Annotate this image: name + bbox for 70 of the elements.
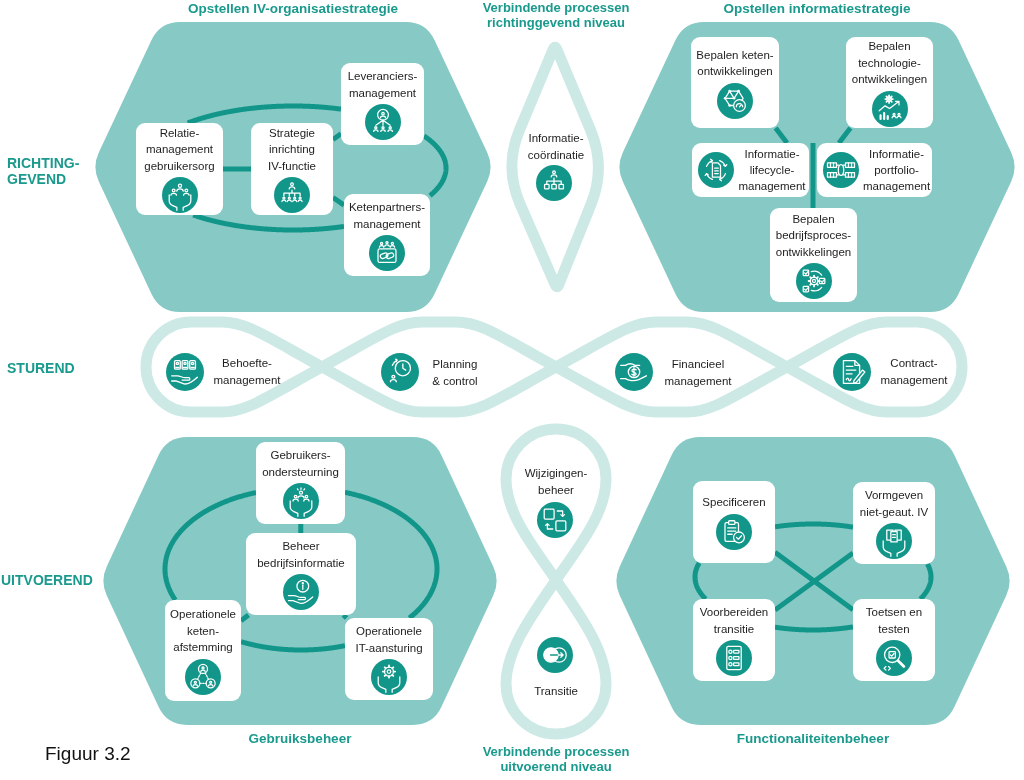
process-name: Toetsen en testen bbox=[864, 605, 924, 637]
connector-line bbox=[239, 613, 250, 623]
connector-line bbox=[918, 561, 934, 602]
process-card bbox=[246, 533, 356, 615]
process-name: Relatie-management gebruikersorg bbox=[143, 125, 216, 174]
process-name: Informatie-portfolio-management bbox=[863, 147, 931, 194]
process-name: Operationele keten-afstemming bbox=[169, 607, 237, 656]
connector-line bbox=[772, 624, 856, 633]
process-name: Ketenpartners-management bbox=[347, 200, 427, 232]
process-card bbox=[853, 482, 935, 564]
connector-line bbox=[191, 212, 346, 233]
group-heading: Opstellen IV-organisatiestrategie bbox=[187, 1, 399, 17]
process-name: Operationele IT-aansturing bbox=[354, 624, 424, 656]
process-card bbox=[256, 442, 345, 524]
process-name: Specificeren bbox=[702, 495, 766, 511]
column-heading: Verbindende processen uitvoerend niveau bbox=[481, 745, 631, 775]
connector-line bbox=[836, 126, 853, 145]
connector-line bbox=[341, 613, 349, 620]
connector-line bbox=[772, 521, 856, 530]
level-label: RICHTING-GEVEND bbox=[7, 155, 80, 188]
connector-line bbox=[773, 126, 790, 145]
connector-line bbox=[185, 103, 343, 126]
process-card bbox=[251, 123, 333, 215]
group-heading: Gebruiksbeheer bbox=[248, 731, 352, 747]
process-name: Behoefte-management bbox=[213, 355, 281, 388]
column-heading: Verbindende processen richtinggevend niveau bbox=[481, 1, 631, 31]
process-name: Transitie bbox=[534, 683, 578, 699]
process-name: Gebruikers-ondersteurning bbox=[261, 448, 340, 480]
process-name: Leveranciers-management bbox=[346, 69, 419, 101]
process-card bbox=[136, 123, 223, 215]
level-label: STUREND bbox=[7, 360, 75, 377]
process-name: Informatie-lifecycle-management bbox=[738, 147, 806, 194]
connector-line bbox=[162, 490, 258, 603]
process-card bbox=[693, 599, 775, 681]
connector-line bbox=[298, 524, 304, 533]
group-heading: Functionaliteitenbeheer bbox=[736, 731, 890, 747]
process-name: Voorbereiden transitie bbox=[698, 605, 770, 637]
process-card bbox=[853, 599, 935, 681]
process-card bbox=[344, 194, 430, 276]
process-card bbox=[817, 143, 932, 197]
process-card bbox=[341, 63, 424, 145]
process-card bbox=[165, 600, 241, 701]
process-card bbox=[770, 208, 857, 302]
connector-line bbox=[331, 195, 346, 208]
process-card bbox=[693, 481, 775, 563]
process-card bbox=[692, 143, 809, 197]
connector-line bbox=[421, 133, 449, 198]
process-name: Strategie inrichting IV-functie bbox=[267, 125, 317, 174]
process-name: Informatie-coördinatie bbox=[527, 130, 585, 162]
process-name: Wijzigingen-beheer bbox=[524, 465, 588, 497]
process-card bbox=[846, 37, 933, 128]
connector-line bbox=[772, 549, 856, 613]
process-name: Bepalen keten-ontwikkelingen bbox=[695, 47, 775, 79]
connector-line bbox=[223, 166, 251, 172]
level-label: UITVOEREND bbox=[1, 572, 93, 589]
process-name: Financieel management bbox=[664, 356, 732, 389]
process-name: Beheer bedrijfsinformatie bbox=[256, 539, 346, 571]
group-heading: Opstellen informatiestrategie bbox=[723, 1, 911, 17]
process-name: Contract-management bbox=[880, 355, 948, 388]
figure-caption: Figuur 3.2 bbox=[45, 743, 131, 765]
connector-line bbox=[238, 639, 348, 653]
process-card bbox=[345, 618, 433, 700]
process-name: Planning & control bbox=[431, 356, 479, 388]
connector-line bbox=[342, 489, 440, 621]
process-name: Vormgeven niet-geaut. IV bbox=[858, 488, 930, 520]
connector-line bbox=[331, 131, 343, 142]
process-name: Bepalen technologie-ontwikkelingen bbox=[850, 39, 929, 88]
process-card bbox=[691, 37, 779, 128]
process-name: Bepalen bedrijfsproces-ontwikkelingen bbox=[774, 211, 853, 260]
connector-line bbox=[692, 560, 709, 602]
